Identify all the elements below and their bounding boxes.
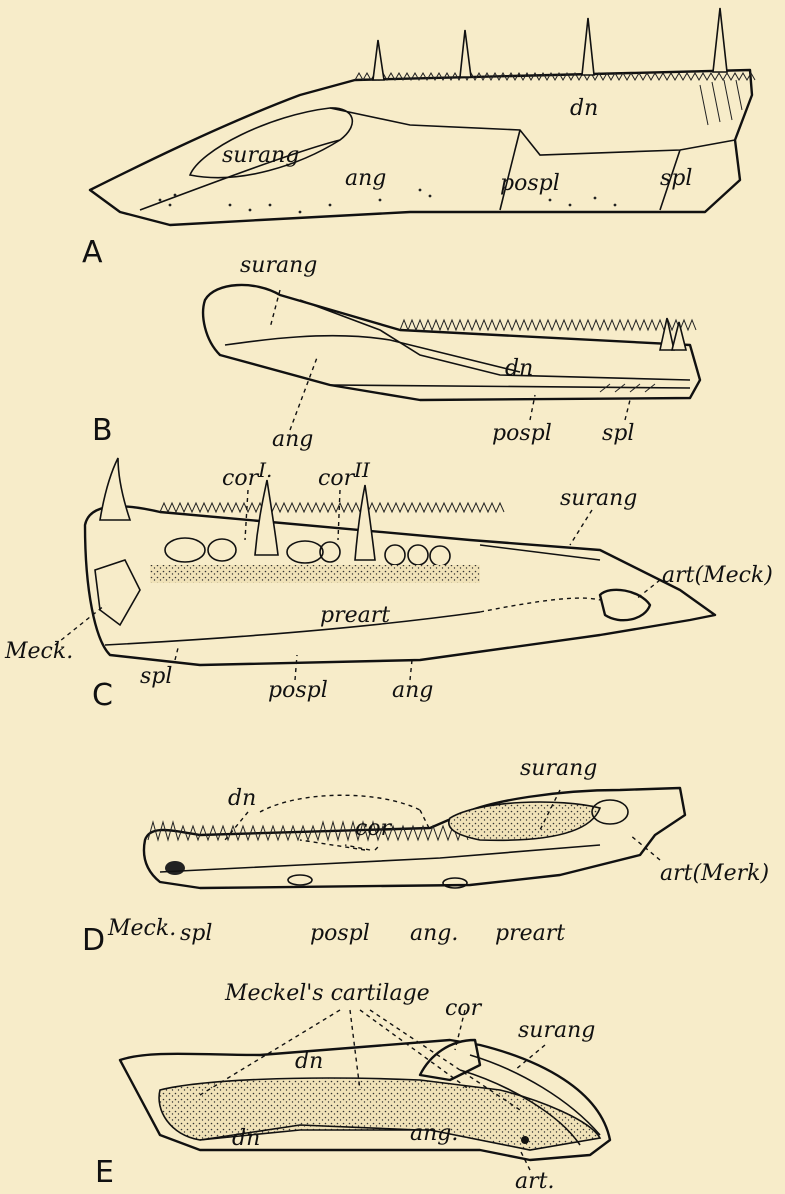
panel-c: corI. corII surang art(Meck) Meck. prear…: [4, 458, 773, 713]
label-d-meck: Meck.: [107, 916, 176, 941]
label-d-art: art(Merk): [660, 861, 769, 886]
jaw-c-denticles: [160, 503, 504, 512]
panel-b: surang dn ang pospl spl B: [92, 253, 700, 452]
jaw-d-meck-foramen: [165, 861, 185, 875]
label-c-surang: surang: [560, 486, 637, 511]
jaw-c-dental-shelf: [150, 565, 480, 583]
panel-letter-a: A: [82, 235, 103, 270]
jaw-c-fang-1: [100, 458, 130, 520]
label-c-cor1: corI.: [222, 458, 272, 491]
label-e-cor: cor: [445, 996, 483, 1021]
label-b-ang: ang: [272, 427, 313, 452]
jaw-a-fang-4: [713, 8, 727, 72]
label-d-spl: spl: [180, 921, 212, 946]
label-e-art: art.: [515, 1169, 554, 1194]
label-e-meckel: Meckel's cartilage: [224, 981, 430, 1006]
label-e-dn-lower: dn: [232, 1126, 260, 1151]
panel-letter-b: B: [92, 413, 113, 448]
label-c-meck: Meck.: [4, 639, 73, 664]
label-a-spl: spl: [660, 166, 692, 191]
label-d-surang: surang: [520, 756, 597, 781]
label-c-spl: spl: [140, 664, 172, 689]
label-b-surang: surang: [240, 253, 317, 278]
jaw-c-leader-ang: [410, 660, 412, 680]
jaw-d-outline: [144, 788, 685, 888]
jaw-c-fang-3: [355, 485, 375, 560]
label-e-surang: surang: [518, 1018, 595, 1043]
label-a-ang: ang: [345, 166, 386, 191]
jaw-b-outline: [203, 285, 700, 400]
jaw-a-outline: [90, 70, 752, 225]
label-c-pospl: pospl: [268, 678, 328, 703]
jaw-b-fang-2: [672, 322, 686, 350]
jaw-b-leader-spl: [625, 400, 630, 420]
jaw-a-fang-2: [460, 30, 471, 77]
label-b-spl: spl: [602, 421, 634, 446]
jaw-c-fang-2: [255, 480, 278, 555]
label-c-cor2: corII: [318, 458, 371, 491]
jaw-b-denticles: [400, 320, 696, 330]
label-c-ang: ang: [392, 678, 433, 703]
panel-e: Meckel's cartilage cor surang dn dn ang.…: [95, 981, 610, 1194]
jaw-a-fang-1: [373, 40, 384, 80]
label-e-dn-upper: dn: [295, 1049, 323, 1074]
label-d-preart: preart: [495, 921, 565, 946]
label-a-dn: dn: [570, 96, 598, 121]
panel-letter-e: E: [95, 1155, 114, 1190]
panel-letter-d: D: [82, 923, 105, 958]
label-b-pospl: pospl: [492, 421, 552, 446]
label-c-art: art(Meck): [662, 563, 773, 588]
label-a-surang: surang: [222, 143, 299, 168]
panel-letter-c: C: [92, 678, 113, 713]
jaw-c-leader-surang: [570, 510, 592, 545]
jaw-e-art-dot: [521, 1136, 529, 1144]
panel-a: dn surang ang pospl spl A: [82, 8, 755, 270]
label-d-pospl: pospl: [310, 921, 370, 946]
jaw-b-fang: [660, 318, 674, 350]
label-a-pospl: pospl: [500, 171, 560, 196]
panel-d: dn cor surang art(Merk) Meck. spl pospl …: [82, 756, 769, 958]
label-d-ang: ang.: [410, 921, 458, 946]
label-d-dn: dn: [228, 786, 256, 811]
label-e-ang: ang.: [410, 1121, 458, 1146]
label-c-preart: preart: [320, 603, 390, 628]
label-b-dn: dn: [505, 356, 533, 381]
jaw-a-fang-3: [582, 18, 594, 75]
label-d-cor: cor: [355, 816, 393, 841]
